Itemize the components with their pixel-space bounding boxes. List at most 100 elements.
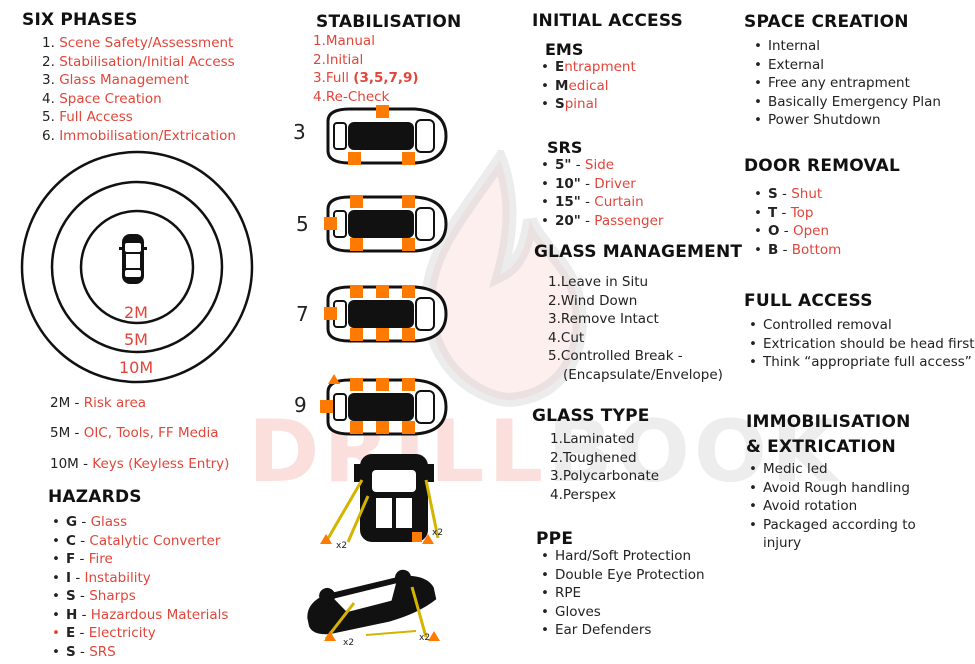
stab-block: [324, 217, 337, 230]
wheel-chock-icon: [320, 534, 332, 544]
full-access-title: FULL ACCESS: [744, 291, 873, 311]
list-item: •O - Open: [754, 223, 830, 239]
wheel-chock-icon: [328, 374, 340, 384]
car-label-7: 7: [296, 302, 309, 326]
stab-block: [348, 152, 361, 165]
full-access-list: •Controlled removal •Extrication should …: [749, 316, 975, 372]
list-item: •Avoid Rough handling: [749, 479, 910, 496]
ring-2m: [79, 209, 195, 325]
list-item: •S - Shut: [754, 186, 823, 202]
glass-management-list: 1.Leave in Situ 2.Wind Down 3.Remove Int…: [548, 273, 723, 384]
stab-block: [402, 195, 415, 208]
car-side-icon: [326, 107, 448, 165]
stab-block: [402, 328, 415, 341]
glass-type-title: GLASS TYPE: [532, 406, 650, 426]
six-phases-list: 1. Scene Safety/Assessment 2. Stabilisat…: [42, 34, 236, 145]
list-item: •Spinal: [541, 96, 598, 112]
car-label-9: 9: [294, 393, 307, 417]
list-item: 4. Space Creation: [42, 90, 162, 107]
list-item: •Think “appropriate full access”: [749, 354, 972, 370]
stab-block: [324, 307, 337, 320]
list-item: 5. Full Access: [42, 109, 133, 125]
stab-block: [376, 105, 389, 118]
six-phases-title: SIX PHASES: [22, 10, 138, 30]
stab-block: [402, 238, 415, 251]
door-removal-list: •S - Shut •T - Top •O - Open •B - Bottom: [754, 185, 841, 259]
stab-block: [376, 328, 389, 341]
list-item: 1. Scene Safety/Assessment: [42, 35, 234, 51]
list-item: •Hard/Soft Protection: [541, 548, 692, 564]
car-side-icon: [326, 378, 448, 436]
list-item: 1.Laminated: [550, 431, 635, 447]
list-item: •B - Bottom: [754, 241, 842, 258]
list-item: 2. Stabilisation/Initial Access: [42, 53, 235, 70]
strut-icon: [424, 479, 440, 539]
list-item: •Medical: [541, 77, 609, 94]
glass-type-list: 1.Laminated 2.Toughened 3.Polycarbonate …: [550, 430, 659, 504]
list-item: •Power Shutdown: [754, 112, 881, 128]
stab-block: [402, 378, 415, 391]
immobilisation-title-line2: & EXTRICATION: [746, 437, 896, 457]
door-removal-title: DOOR REMOVAL: [744, 156, 901, 176]
ems-list: •Entrapment •Medical •Spinal: [541, 58, 636, 114]
list-item: •Packaged according to: [749, 516, 916, 533]
x2-label: x2: [336, 541, 348, 551]
list-item: •G - Glass: [52, 514, 128, 530]
wheel-chock-icon: [324, 631, 336, 641]
list-item: •Gloves: [541, 603, 601, 620]
list-item: •H - Hazardous Materials: [52, 606, 229, 623]
car-5-points-diagram: [324, 195, 448, 253]
list-item: •Ear Defenders: [541, 622, 652, 638]
list-item: •I - Instability: [52, 569, 151, 586]
srs-list: •5" - Side •10" - Driver •15" - Curtain …: [541, 156, 663, 230]
strut-icon: [324, 479, 364, 543]
car-label-3: 3: [293, 120, 306, 144]
ppe-title: PPE: [536, 529, 574, 549]
stab-block: [402, 152, 415, 165]
ems-title: EMS: [545, 40, 584, 59]
list-item: •Medic led: [749, 461, 828, 477]
stab-block: [350, 238, 363, 251]
immobilisation-list: •Medic led •Avoid Rough handling •Avoid …: [749, 460, 916, 553]
space-creation-list: •Internal •External •Free any entrapment…: [754, 37, 941, 130]
list-item: •T - Top: [754, 204, 814, 221]
zone-legend-5m: 5M - OIC, Tools, FF Media: [50, 425, 219, 441]
car-7-points-diagram: [324, 285, 448, 343]
zone-legend-2m: 2M - Risk area: [50, 395, 147, 411]
srs-title: SRS: [547, 138, 583, 157]
list-item: •Extrication should be head first: [749, 335, 975, 352]
stab-block: [350, 378, 363, 391]
list-item: 5.Controlled Break -: [548, 348, 683, 364]
wheel-chock-icon: [428, 631, 440, 641]
list-item: 3.Polycarbonate: [550, 468, 660, 484]
list-item: •S - SRS: [52, 643, 116, 660]
stab-block: [376, 378, 389, 391]
list-item-continuation: injury: [763, 535, 802, 551]
list-item-continuation: (Encapsulate/Envelope): [563, 366, 723, 383]
stab-block: [412, 532, 422, 542]
x2-label: x2: [343, 638, 355, 648]
car-3-points-diagram: [326, 105, 448, 165]
stab-block: [350, 328, 363, 341]
list-item: •20" - Passenger: [541, 212, 664, 229]
list-item: 1.Manual: [313, 33, 375, 49]
stab-block: [402, 285, 415, 298]
stab-block: [350, 421, 363, 434]
list-item: •Basically Emergency Plan: [754, 93, 941, 110]
stabilisation-list: 1.Manual 2.Initial 3.Full (3,5,7,9) 4.Re…: [313, 32, 419, 106]
strut-icon: [410, 586, 428, 638]
stab-block: [376, 285, 389, 298]
ring-5m: [50, 180, 224, 354]
list-item: 3.Remove Intact: [548, 311, 659, 327]
list-item: 3.Full (3,5,7,9): [313, 70, 419, 86]
list-item: •Controlled removal: [749, 317, 892, 333]
stabilisation-title: STABILISATION: [316, 12, 462, 32]
ring-label-2m: 2M: [124, 303, 148, 322]
car-label-5: 5: [296, 212, 309, 236]
list-item: 4.Re-Check: [313, 88, 390, 105]
list-item: •F - Fire: [52, 551, 113, 567]
list-item: 6. Immobilisation/Extrication: [42, 127, 236, 144]
glass-management-title: GLASS MANAGEMENT: [534, 242, 743, 262]
list-item: 2.Wind Down: [548, 292, 638, 309]
stab-block: [350, 195, 363, 208]
